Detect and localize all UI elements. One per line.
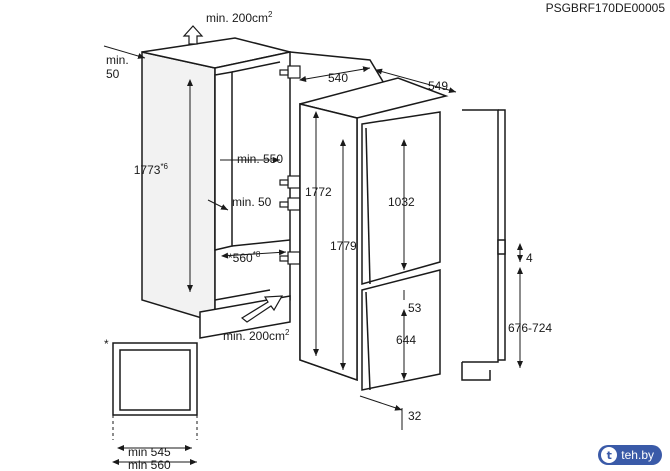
label-1779: 1779 bbox=[330, 239, 357, 253]
label-bottom-vent: min. 200cm2 bbox=[223, 328, 290, 343]
dim-line-min50-mid bbox=[207, 199, 229, 211]
label-min50-mid: min. 50 bbox=[232, 195, 272, 209]
label-min545: min 545 bbox=[128, 445, 171, 459]
label-min50-top-b: 50 bbox=[106, 67, 120, 81]
site-watermark: t teh.by bbox=[598, 445, 662, 465]
label-4: 4 bbox=[526, 251, 533, 265]
dim-line-540 bbox=[299, 66, 371, 82]
label-53: 53 bbox=[408, 301, 422, 315]
label-549: 549 bbox=[428, 79, 448, 93]
label-676-724: 676-724 bbox=[508, 321, 552, 335]
label-540: 540 bbox=[328, 71, 348, 85]
label-1032: 1032 bbox=[388, 195, 415, 209]
dim-line-549 bbox=[375, 68, 457, 94]
appliance bbox=[299, 77, 449, 391]
label-top-vent: min. 200cm2 bbox=[206, 10, 273, 25]
hinges bbox=[279, 65, 301, 265]
product-code: PSGBRF170DE00005 bbox=[546, 1, 666, 15]
dim-line-32 bbox=[359, 395, 403, 411]
dim-line-min50-top bbox=[103, 45, 146, 59]
label-min50-top-a: min. bbox=[106, 53, 129, 67]
label-min550: min. 550 bbox=[237, 152, 283, 166]
teh-logo-icon: t bbox=[601, 447, 618, 463]
top-vent-arrow bbox=[182, 25, 204, 45]
bottom-vent-arrow bbox=[240, 295, 284, 323]
plan-view bbox=[112, 342, 198, 440]
label-1772: 1772 bbox=[305, 185, 332, 199]
label-32: 32 bbox=[408, 409, 422, 423]
side-profile bbox=[461, 109, 506, 381]
label-asterisk: * bbox=[104, 337, 109, 351]
label-644: 644 bbox=[396, 333, 416, 347]
label-560: *560*8 bbox=[228, 250, 261, 265]
site-watermark-text: teh.by bbox=[621, 448, 654, 462]
dim-line-560 bbox=[221, 249, 287, 259]
label-min560: min 560 bbox=[128, 458, 171, 471]
label-1773: 1773*6 bbox=[134, 162, 169, 177]
